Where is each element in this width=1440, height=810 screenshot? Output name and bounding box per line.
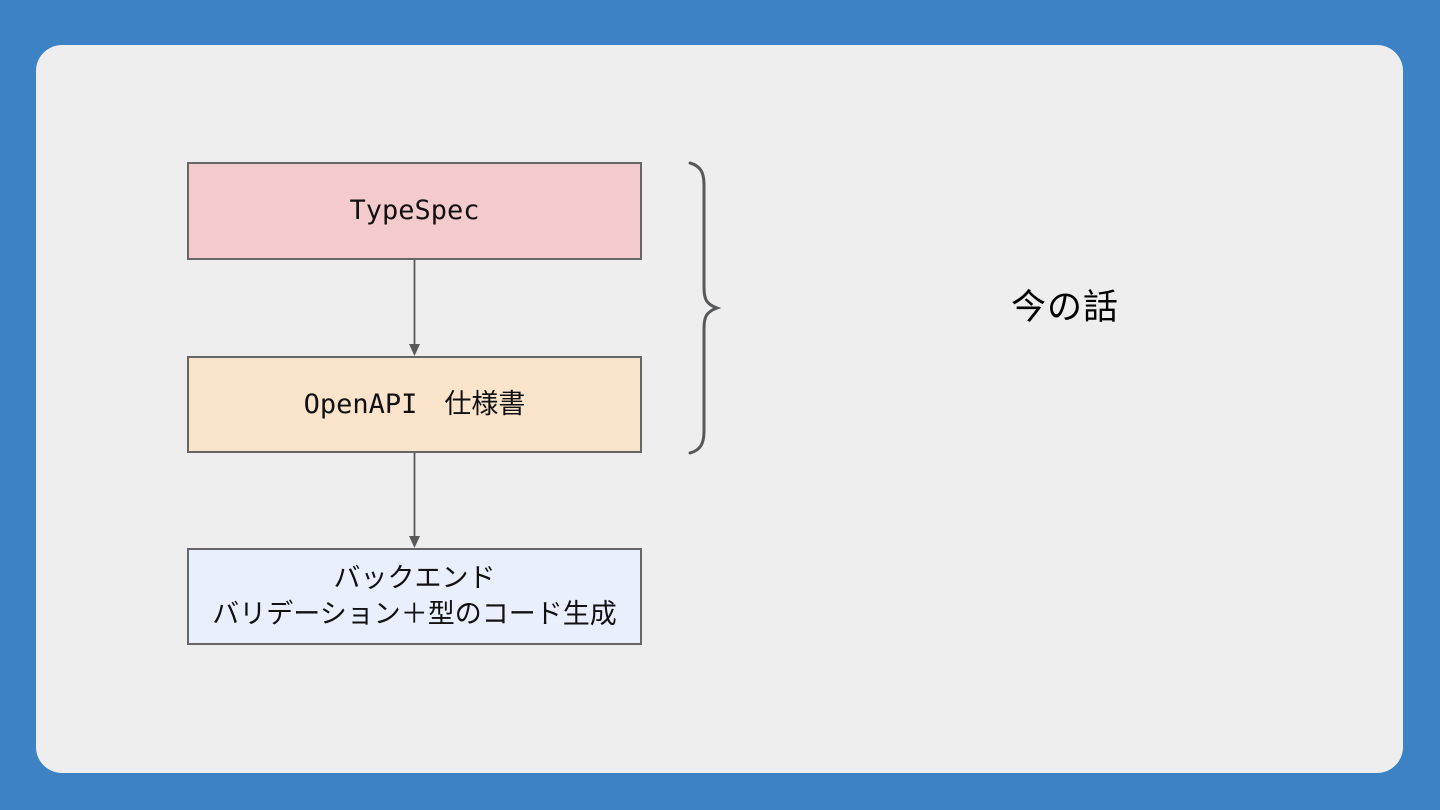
node-backend-codegen-label-line1: バックエンド (333, 562, 496, 594)
node-typespec: TypeSpec (187, 162, 642, 260)
node-typespec-label: TypeSpec (349, 195, 480, 226)
curly-brace-icon (688, 161, 722, 455)
node-backend-codegen: バックエンド バリデーション＋型のコード生成 (187, 548, 642, 645)
node-openapi-spec-label: OpenAPI 仕様書 (303, 388, 526, 420)
annotation-current-topic: 今の話 (1010, 288, 1119, 328)
arrow-down-icon (409, 260, 420, 356)
node-openapi-spec: OpenAPI 仕様書 (187, 356, 642, 453)
arrow-down-icon (409, 453, 420, 548)
node-backend-codegen-label-line2: バリデーション＋型のコード生成 (212, 598, 617, 630)
